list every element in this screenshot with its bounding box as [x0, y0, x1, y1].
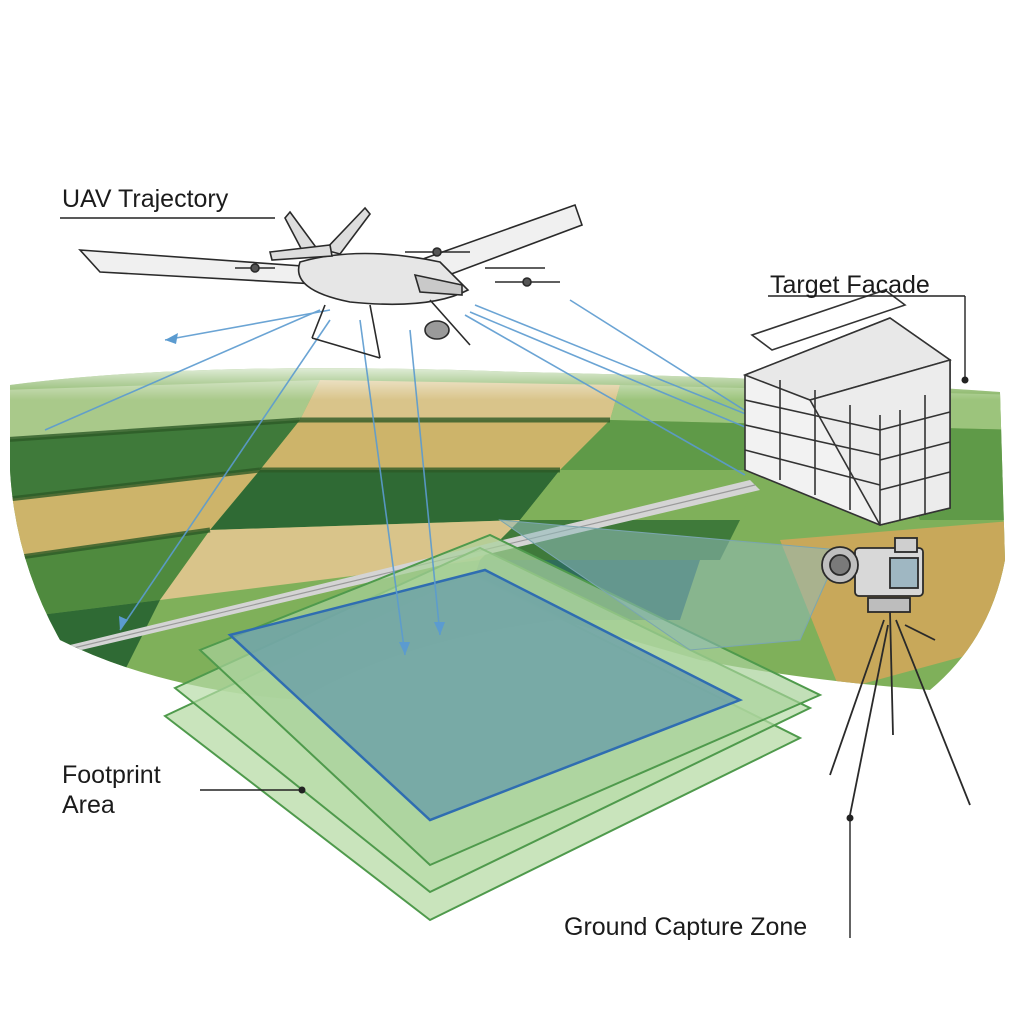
- leader-dots: [298, 376, 969, 822]
- ground-capture-layers: [163, 533, 823, 922]
- ground-capture-zone-label: Ground Capture Zone: [564, 913, 808, 941]
- ray-arrowheads: [119, 333, 445, 655]
- footprint-label-line1: Footprint: [62, 761, 161, 789]
- uav-trajectory-label: UAV Trajectory: [62, 185, 229, 213]
- footprint-area-polygon: [227, 568, 744, 822]
- camera-tripod-icon: [821, 537, 971, 816]
- leader-lines: [60, 217, 966, 938]
- footprint-label-line2: Area: [62, 791, 115, 819]
- building-facade-icon: [742, 289, 952, 526]
- uav-drone-icon: [78, 203, 584, 359]
- target-facade-label: Target Facade: [770, 271, 930, 299]
- camera-view-cone: [498, 519, 841, 651]
- footprint-area-label: Footprint Area: [62, 760, 161, 820]
